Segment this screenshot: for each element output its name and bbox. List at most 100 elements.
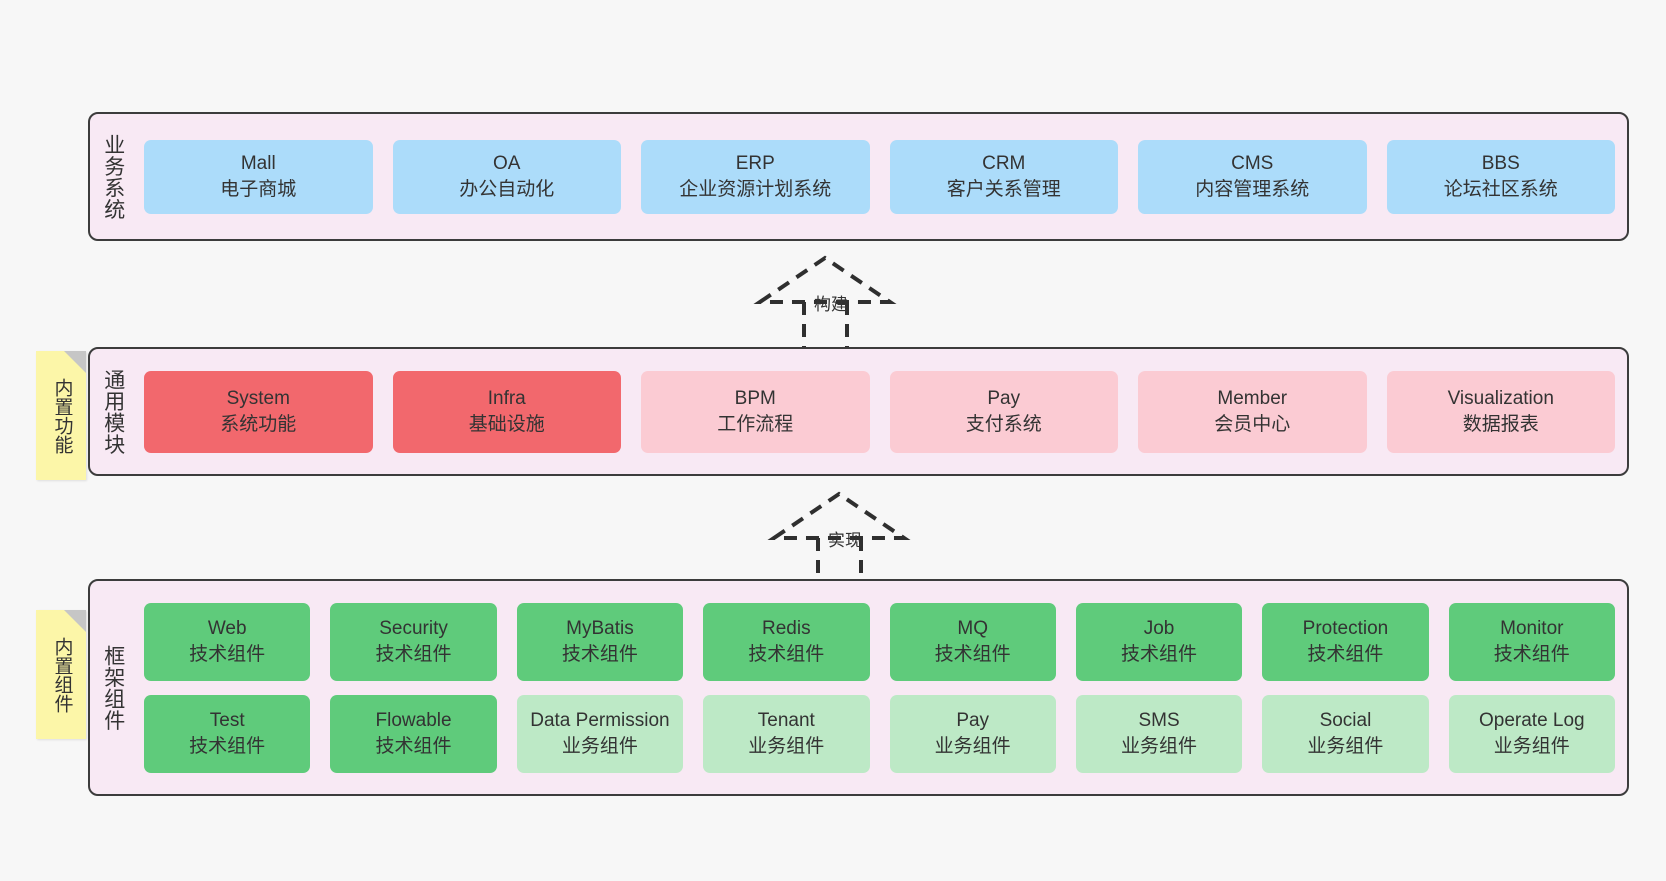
connector-label-implement: 实现 — [828, 531, 862, 550]
card-subtitle: 技术组件 — [1307, 643, 1384, 665]
card-title: Protection — [1302, 618, 1389, 640]
card-mybatis[interactable]: MyBatis 技术组件 — [516, 602, 684, 681]
card-subtitle: 技术组件 — [189, 735, 266, 757]
card-title: MQ — [957, 618, 988, 640]
card-crm[interactable]: CRM 客户关系管理 — [889, 139, 1118, 214]
card-subtitle: 支付系统 — [965, 413, 1042, 435]
card-title: BPM — [734, 388, 776, 410]
card-mq[interactable]: MQ 技术组件 — [889, 602, 1056, 681]
card-subtitle: 技术组件 — [934, 643, 1011, 665]
card-redis[interactable]: Redis 技术组件 — [703, 602, 870, 681]
note-builtin-features[interactable]: 内置功能 — [36, 351, 86, 480]
connector-label-build: 构建 — [814, 295, 848, 314]
card-subtitle: 内容管理系统 — [1195, 178, 1310, 200]
card-title: CRM — [982, 153, 1026, 175]
layer-title-framework: 框架组件 — [101, 644, 125, 731]
card-security[interactable]: Security 技术组件 — [330, 602, 497, 681]
card-subtitle: 会员中心 — [1214, 413, 1291, 435]
connector-build[interactable]: 构建 — [752, 254, 922, 354]
card-title: Data Permission — [530, 710, 670, 732]
card-cms[interactable]: CMS 内容管理系统 — [1138, 139, 1367, 214]
layer-framework-components[interactable]: 框架组件 Web 技术组件 Security 技术组件 MyBatis 技术组件… — [88, 579, 1629, 796]
card-title: MyBatis — [566, 618, 634, 640]
card-infra[interactable]: Infra 基础设施 — [392, 370, 621, 453]
card-title: SMS — [1138, 710, 1180, 732]
card-subtitle: 业务组件 — [1493, 735, 1570, 757]
card-protection[interactable]: Protection 技术组件 — [1262, 602, 1429, 681]
card-subtitle: 技术组件 — [748, 643, 825, 665]
card-system[interactable]: System 系统功能 — [144, 370, 373, 453]
card-social[interactable]: Social 业务组件 — [1262, 694, 1429, 773]
layer-title-common: 通用模块 — [101, 368, 125, 455]
note-fold-corner-icon — [64, 610, 86, 632]
card-pay[interactable]: Pay 支付系统 — [889, 370, 1118, 453]
layer-body-business: Mall 电子商城 OA 办公自动化 ERP 企业资源计划系统 CRM 客户关系… — [136, 114, 1627, 239]
note-label: 内置组件 — [51, 636, 73, 713]
arrow-head-triangle — [753, 255, 897, 304]
card-subtitle: 技术组件 — [375, 735, 452, 757]
card-subtitle: 数据报表 — [1462, 413, 1539, 435]
layer-title-business: 业务系统 — [101, 133, 125, 220]
connector-implement[interactable]: 实现 — [766, 490, 936, 590]
card-subtitle: 系统功能 — [220, 413, 297, 435]
card-title: Test — [209, 710, 245, 732]
card-title: Pay — [987, 388, 1021, 410]
card-title: Job — [1143, 618, 1175, 640]
card-job[interactable]: Job 技术组件 — [1075, 602, 1243, 681]
card-subtitle: 基础设施 — [468, 413, 545, 435]
card-monitor[interactable]: Monitor 技术组件 — [1448, 602, 1615, 681]
card-title: System — [226, 388, 290, 410]
card-subtitle: 业务组件 — [934, 735, 1011, 757]
card-subtitle: 业务组件 — [1307, 735, 1384, 757]
card-title: Member — [1217, 388, 1288, 410]
card-title: Redis — [762, 618, 811, 640]
card-title: Pay — [956, 710, 990, 732]
arrow-head-triangle — [767, 491, 911, 540]
card-subtitle: 业务组件 — [1121, 735, 1198, 757]
layer-body-common: System 系统功能 Infra 基础设施 BPM 工作流程 Pay 支付系统… — [136, 349, 1627, 474]
card-title: Monitor — [1500, 618, 1564, 640]
card-subtitle: 技术组件 — [561, 643, 638, 665]
card-subtitle: 企业资源计划系统 — [679, 178, 832, 200]
card-title: Flowable — [375, 710, 452, 732]
card-title: Operate Log — [1478, 710, 1585, 732]
card-member[interactable]: Member 会员中心 — [1138, 370, 1367, 453]
card-visualization[interactable]: Visualization 数据报表 — [1386, 370, 1615, 453]
card-title: Social — [1319, 710, 1372, 732]
card-test[interactable]: Test 技术组件 — [144, 694, 311, 773]
card-title: Tenant — [757, 710, 815, 732]
card-operate-log[interactable]: Operate Log 业务组件 — [1448, 694, 1615, 773]
note-builtin-components[interactable]: 内置组件 — [36, 610, 86, 739]
layer-body-framework: Web 技术组件 Security 技术组件 MyBatis 技术组件 Redi… — [136, 581, 1627, 794]
card-row: System 系统功能 Infra 基础设施 BPM 工作流程 Pay 支付系统… — [144, 370, 1615, 453]
card-erp[interactable]: ERP 企业资源计划系统 — [641, 139, 870, 214]
layer-common-modules[interactable]: 通用模块 System 系统功能 Infra 基础设施 BPM 工作流程 Pay… — [88, 347, 1629, 476]
card-subtitle: 技术组件 — [189, 643, 266, 665]
card-title: OA — [493, 153, 521, 175]
card-title: Security — [379, 618, 448, 640]
card-subtitle: 电子商城 — [220, 178, 297, 200]
card-bpm[interactable]: BPM 工作流程 — [641, 370, 870, 453]
card-title: Web — [207, 618, 247, 640]
card-oa[interactable]: OA 办公自动化 — [392, 139, 621, 214]
card-subtitle: 办公自动化 — [459, 178, 555, 200]
card-title: BBS — [1481, 153, 1520, 175]
card-row: Web 技术组件 Security 技术组件 MyBatis 技术组件 Redi… — [144, 602, 1615, 681]
card-data-permission[interactable]: Data Permission 业务组件 — [516, 694, 684, 773]
card-subtitle: 业务组件 — [561, 735, 638, 757]
card-subtitle: 客户关系管理 — [946, 178, 1061, 200]
layer-business-systems[interactable]: 业务系统 Mall 电子商城 OA 办公自动化 ERP 企业资源计划系统 CRM… — [88, 112, 1629, 241]
card-mall[interactable]: Mall 电子商城 — [144, 139, 373, 214]
card-web[interactable]: Web 技术组件 — [144, 602, 311, 681]
card-pay-component[interactable]: Pay 业务组件 — [889, 694, 1056, 773]
note-label: 内置功能 — [51, 377, 73, 454]
card-bbs[interactable]: BBS 论坛社区系统 — [1386, 139, 1615, 214]
card-row: Test 技术组件 Flowable 技术组件 Data Permission … — [144, 694, 1615, 773]
card-sms[interactable]: SMS 业务组件 — [1075, 694, 1243, 773]
card-flowable[interactable]: Flowable 技术组件 — [330, 694, 497, 773]
card-tenant[interactable]: Tenant 业务组件 — [703, 694, 870, 773]
card-title: Infra — [487, 388, 526, 410]
card-subtitle: 技术组件 — [1493, 643, 1570, 665]
card-subtitle: 技术组件 — [1121, 643, 1198, 665]
